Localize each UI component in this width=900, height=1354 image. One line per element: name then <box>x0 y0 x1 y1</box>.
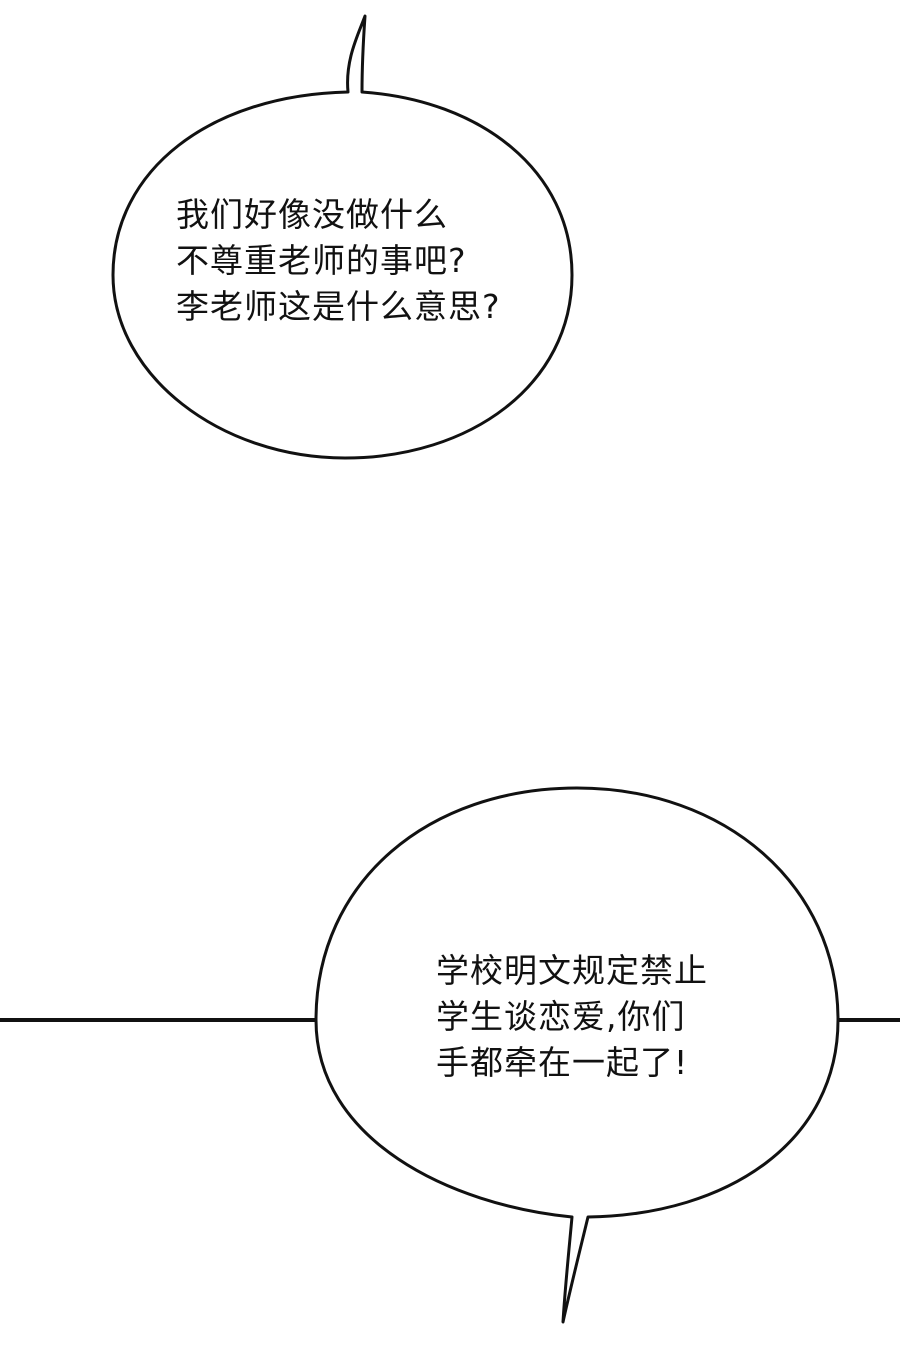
speech-bubble-2-outline <box>314 786 840 1324</box>
speech-bubble-1-line-2: 不尊重老师的事吧? <box>176 241 467 280</box>
speech-bubble-2-text: 学校明文规定禁止 学生谈恋爱,你们 手都牵在一起了! <box>436 948 708 1086</box>
speech-bubble-1-text: 我们好像没做什么 不尊重老师的事吧? 李老师这是什么意思? <box>176 192 501 330</box>
speech-bubble-2-line-1: 学校明文规定禁止 <box>436 951 708 990</box>
speech-bubble-1-line-1: 我们好像没做什么 <box>176 195 448 234</box>
speech-bubble-2 <box>314 786 840 1324</box>
speech-bubble-1-line-3: 李老师这是什么意思? <box>176 287 501 326</box>
speech-bubble-1-outline <box>111 14 574 460</box>
speech-bubble-1 <box>111 14 574 460</box>
speech-bubble-2-line-3: 手都牵在一起了! <box>436 1043 689 1082</box>
speech-bubble-2-line-2: 学生谈恋爱,你们 <box>436 997 686 1036</box>
